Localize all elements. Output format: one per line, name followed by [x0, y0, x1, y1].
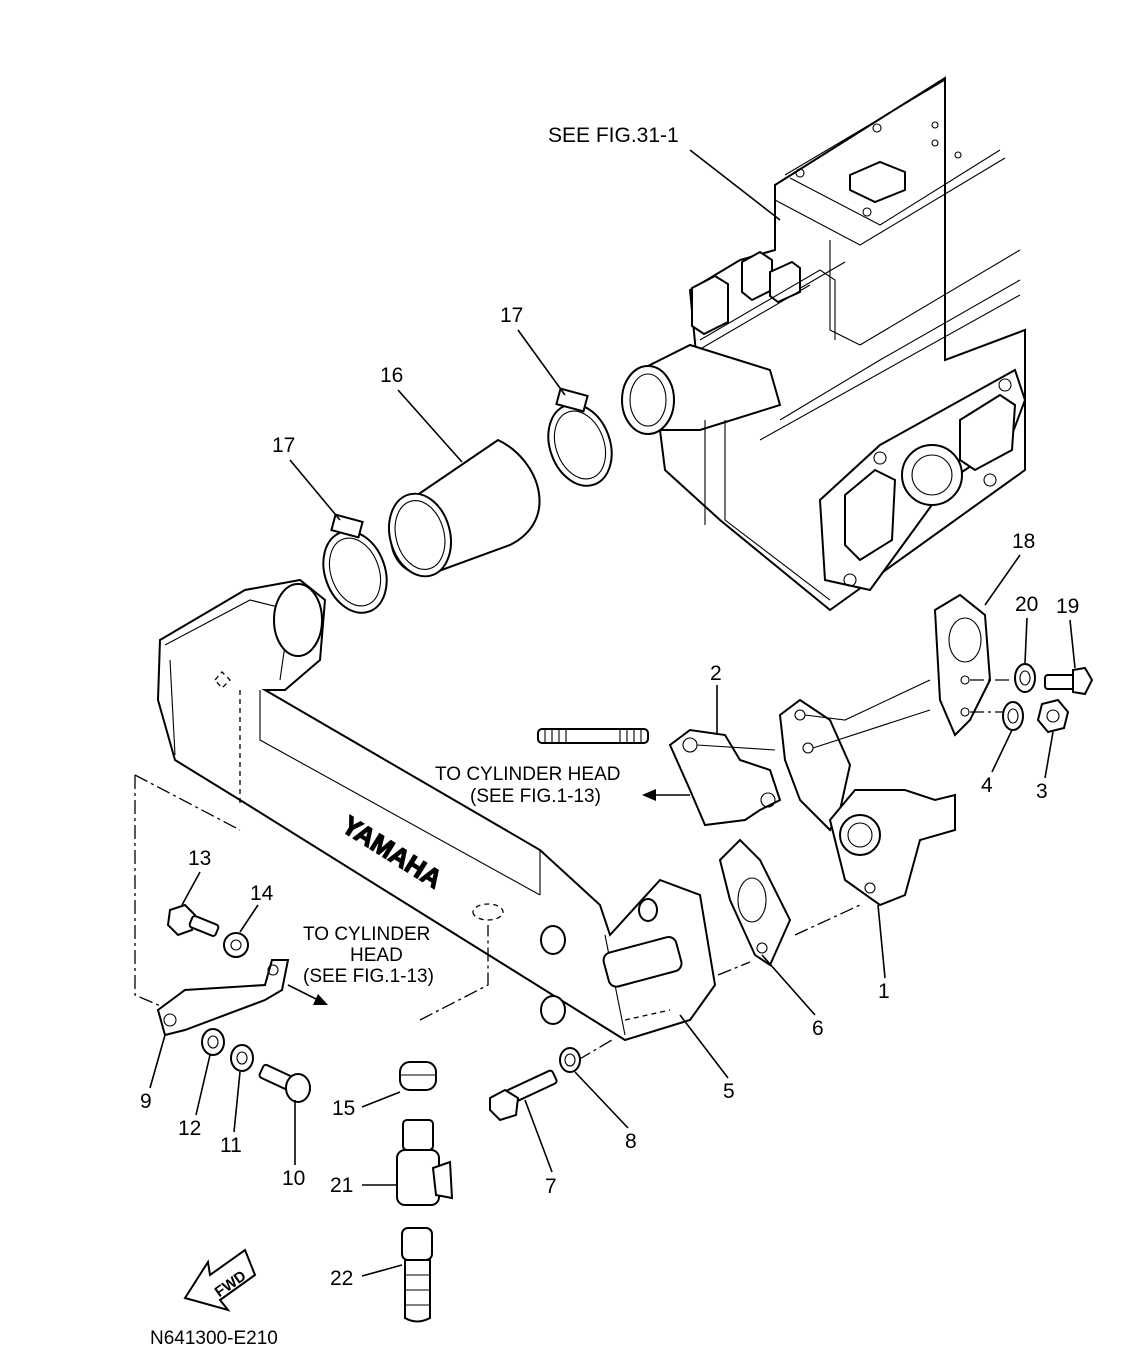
washer-11 — [230, 1044, 254, 1072]
nut-3 — [1036, 698, 1070, 734]
leader-11 — [233, 1071, 241, 1133]
to-cylinder-head-note-2-line2: HEAD — [350, 945, 403, 966]
assembly-line-left — [134, 775, 171, 1011]
callout-12: 12 — [178, 1117, 201, 1140]
leader-15 — [361, 1091, 401, 1108]
callout-21: 21 — [330, 1174, 353, 1197]
axis-line-6 — [717, 961, 751, 976]
callout-8: 8 — [625, 1130, 637, 1153]
arrowhead-2 — [313, 994, 328, 1005]
to-cylinder-head-note-2-line1: TO CYLINDER — [303, 924, 430, 945]
arrowhead-1 — [642, 789, 656, 801]
washer-4 — [1002, 701, 1024, 731]
axis-line-1 — [794, 904, 861, 936]
callout-13: 13 — [188, 847, 211, 870]
leader-16 — [397, 389, 463, 463]
exhaust-joint-5 — [156, 578, 717, 1042]
to-cylinder-head-note-1-line2: (SEE FIG.1-13) — [470, 786, 601, 807]
callout-9: 9 — [140, 1090, 152, 1113]
leader-4 — [991, 729, 1013, 773]
leader-14 — [239, 904, 259, 933]
hose-nipple-22 — [401, 1227, 433, 1323]
assembly-line-15 — [419, 925, 489, 1021]
callout-2: 2 — [710, 662, 722, 685]
callout-17-upper: 17 — [500, 304, 523, 327]
gasket-2 — [668, 728, 782, 827]
leader-18 — [984, 554, 1021, 606]
leader-19 — [1069, 619, 1076, 669]
bracket-18 — [933, 593, 1012, 737]
callout-10: 10 — [282, 1167, 305, 1190]
engine-block — [621, 76, 1027, 612]
gasket-6 — [718, 838, 792, 967]
callout-15: 15 — [332, 1097, 355, 1120]
cap-15 — [399, 1061, 437, 1091]
cock-21 — [396, 1119, 454, 1206]
bolt-7 — [489, 1069, 558, 1122]
leader-20 — [1024, 617, 1028, 664]
leader-6 — [761, 954, 816, 1016]
washer-14 — [223, 932, 249, 958]
hose-clamp-17-upper — [547, 387, 613, 487]
stud-bolt — [537, 728, 649, 744]
leader-12 — [195, 1054, 211, 1116]
leader-8 — [574, 1071, 629, 1129]
callout-11: 11 — [220, 1134, 242, 1157]
leader-13 — [181, 871, 201, 906]
fwd-arrow-icon: FWD — [183, 1248, 257, 1312]
axis-line-8 — [577, 1039, 613, 1061]
leader-17-lower — [289, 459, 341, 521]
callout-5: 5 — [723, 1080, 735, 1103]
to-cylinder-head-note-2-line3: (SEE FIG.1-13) — [303, 966, 434, 987]
callout-3: 3 — [1036, 780, 1048, 803]
washer-20 — [1014, 663, 1036, 693]
leader-9 — [149, 1034, 166, 1089]
leader-1 — [877, 904, 886, 979]
hose-clamp-17-lower — [322, 513, 388, 614]
callout-19: 19 — [1056, 595, 1079, 618]
callout-1: 1 — [878, 980, 890, 1003]
callout-4: 4 — [981, 774, 993, 797]
leader-17-upper — [517, 329, 566, 396]
callout-16: 16 — [380, 364, 403, 387]
callout-14: 14 — [250, 882, 274, 905]
leader-7 — [524, 1099, 553, 1173]
callout-7: 7 — [545, 1175, 557, 1198]
see-fig-31-label: SEE FIG.31-1 — [548, 124, 679, 147]
leader-22 — [361, 1264, 403, 1277]
assembly-line-top — [134, 774, 241, 831]
callout-17-lower: 17 — [272, 434, 295, 457]
callout-18: 18 — [1012, 530, 1035, 553]
see-fig-31-leader — [689, 149, 781, 221]
bolt-10 — [258, 1063, 311, 1103]
flange-bracket — [778, 679, 931, 832]
bolt-19 — [1044, 666, 1094, 696]
elbow-1 — [828, 789, 956, 907]
drawing-id: N641300-E210 — [150, 1328, 278, 1349]
to-cylinder-head-note-1-line1: TO CYLINDER HEAD — [435, 764, 620, 785]
washer-12 — [201, 1028, 225, 1056]
leader-3 — [1044, 731, 1054, 779]
leader-5 — [679, 1014, 729, 1079]
callout-22: 22 — [330, 1267, 353, 1290]
hose-16 — [388, 438, 541, 578]
callout-20: 20 — [1015, 593, 1038, 616]
bolt-13 — [166, 903, 220, 937]
washer-8 — [559, 1047, 581, 1073]
arrow-to-cylinder-head-2 — [287, 984, 319, 1001]
stay-9 — [156, 959, 290, 1037]
callout-6: 6 — [812, 1017, 824, 1040]
